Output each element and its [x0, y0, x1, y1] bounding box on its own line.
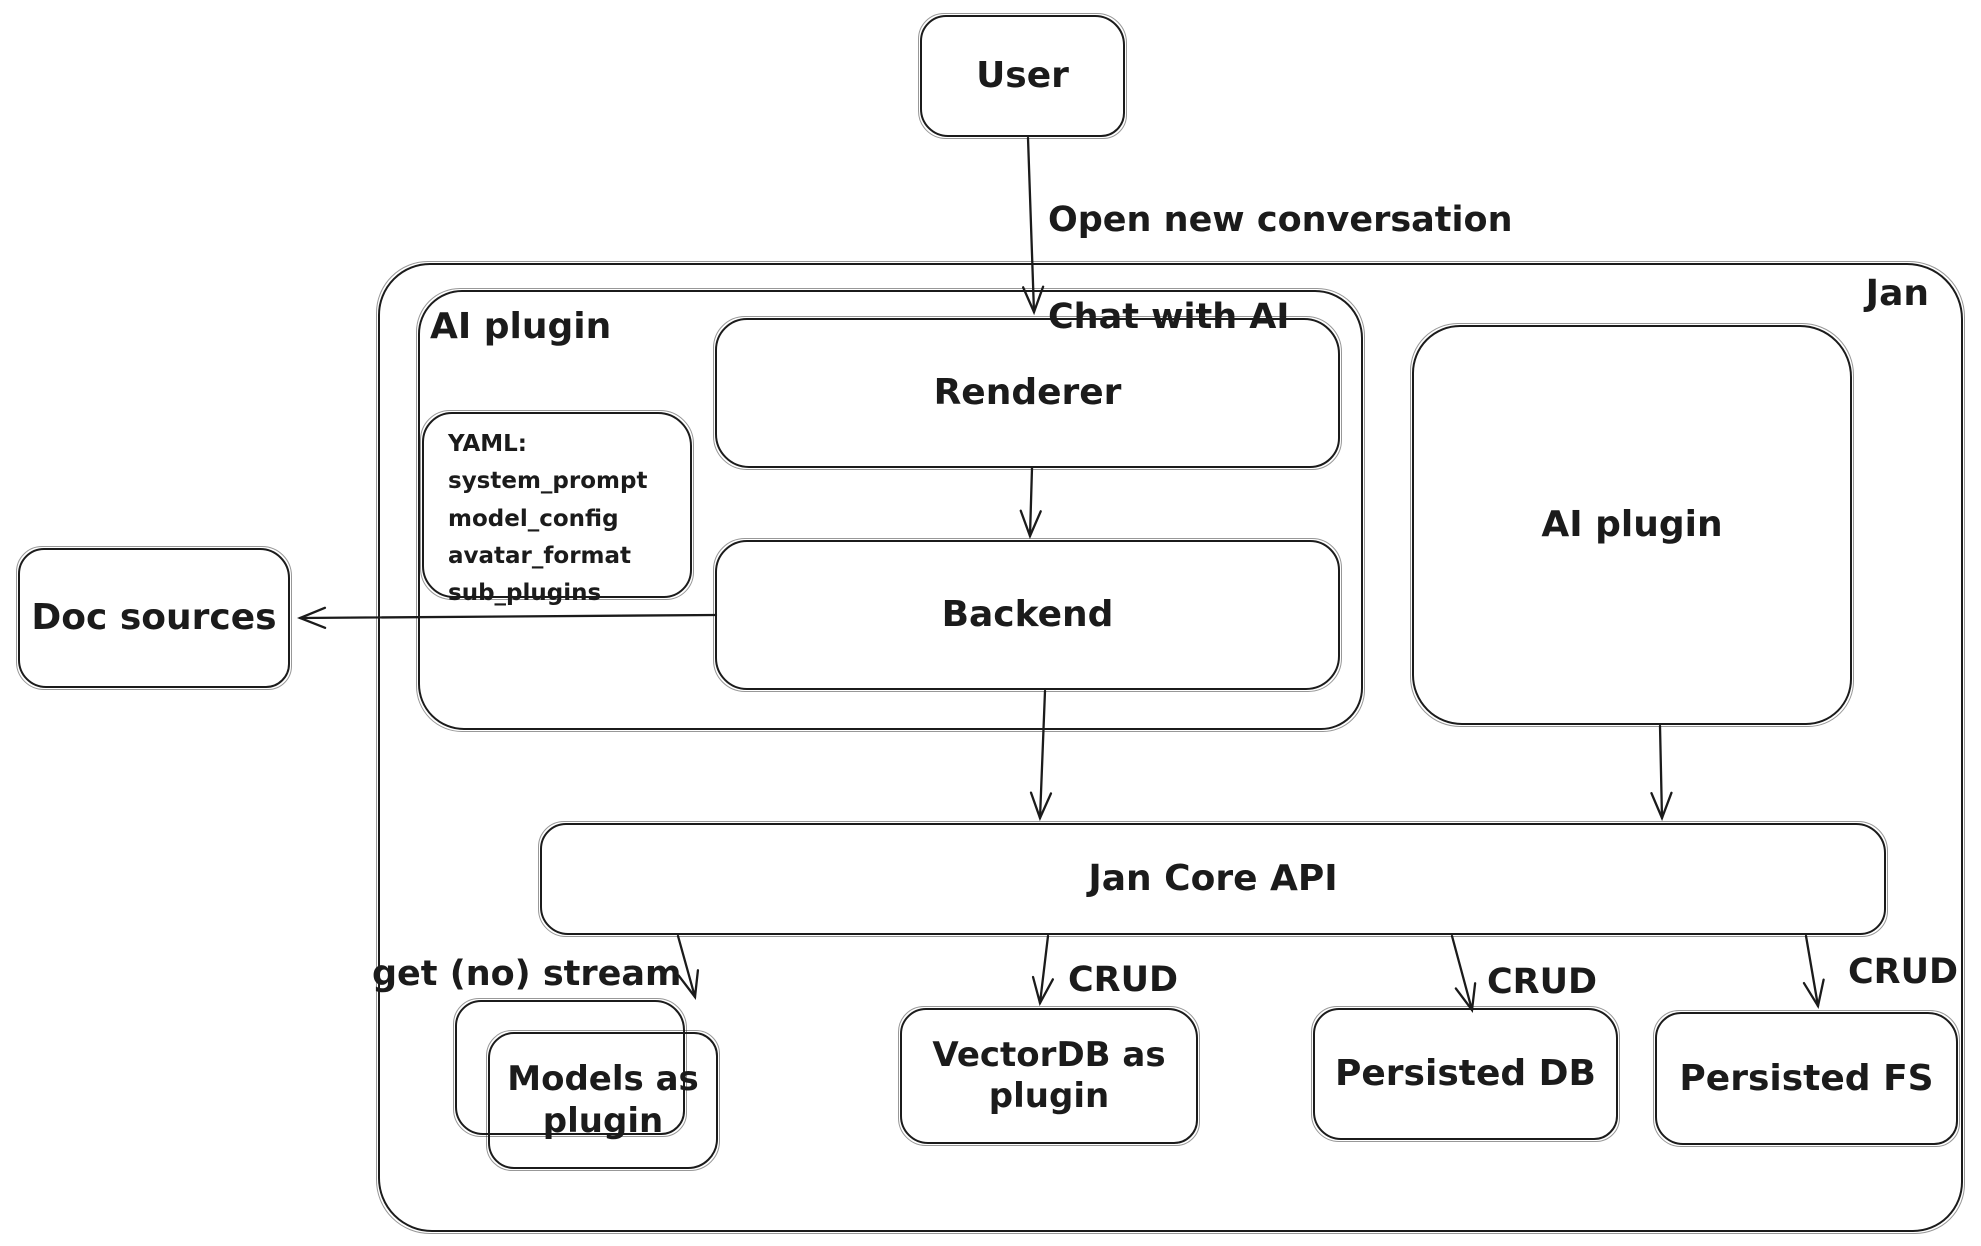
node-jan-core-api: Jan Core API	[538, 821, 1888, 937]
node-backend: Backend	[713, 538, 1342, 692]
vectordb-as-plugin-label: VectorDB as plugin	[932, 1034, 1166, 1116]
models-as-plugin-label: Models as plugin	[507, 1059, 699, 1141]
jan-label: Jan	[1865, 273, 1929, 314]
yaml-line: YAML:	[448, 431, 527, 457]
jan-core-api-label: Jan Core API	[1088, 858, 1338, 900]
node-persisted-db: Persisted DB	[1311, 1006, 1620, 1142]
node-vectordb-as-plugin: VectorDB as plugin	[898, 1006, 1200, 1146]
node-models-as-plugin: Models as plugin	[486, 1030, 720, 1171]
yaml-note-text: YAML: system_prompt model_config avatar_…	[448, 426, 680, 612]
doc-sources-label: Doc sources	[31, 597, 277, 639]
node-ai-plugin: AI plugin	[1410, 323, 1854, 727]
yaml-line: system_prompt	[448, 468, 648, 495]
edge-label-open-line1: Open new conversation	[1048, 200, 1513, 241]
persisted-db-label: Persisted DB	[1335, 1053, 1596, 1095]
node-user: User	[918, 13, 1127, 139]
node-yaml-note: YAML: system_prompt model_config avatar_…	[420, 410, 694, 606]
yaml-line: avatar_format	[448, 542, 632, 569]
yaml-line: model_config	[448, 505, 619, 532]
yaml-line: sub_plugins	[448, 580, 602, 606]
persisted-fs-label: Persisted FS	[1679, 1057, 1934, 1099]
edge-label-crud-vectordb: CRUD	[1068, 960, 1179, 1000]
backend-label: Backend	[941, 594, 1114, 636]
edge-label-crud-persisted-fs: CRUD	[1848, 952, 1959, 992]
ai-plugin-label: AI plugin	[1541, 504, 1723, 546]
edge-label-open-conversation: Open new conversation Chat with AI	[1048, 148, 1513, 341]
node-renderer: Renderer	[713, 316, 1342, 470]
edge-label-crud-persisted-db: CRUD	[1487, 962, 1598, 1002]
node-doc-sources: Doc sources	[16, 546, 292, 690]
ai-plugin-group-label: AI plugin	[430, 306, 612, 347]
node-persisted-fs: Persisted FS	[1653, 1010, 1960, 1147]
renderer-label: Renderer	[933, 372, 1122, 414]
edge-label-get-no-stream: get (no) stream	[372, 954, 682, 994]
user-label: User	[976, 55, 1069, 97]
edge-label-open-line2: Chat with AI	[1048, 296, 1290, 337]
